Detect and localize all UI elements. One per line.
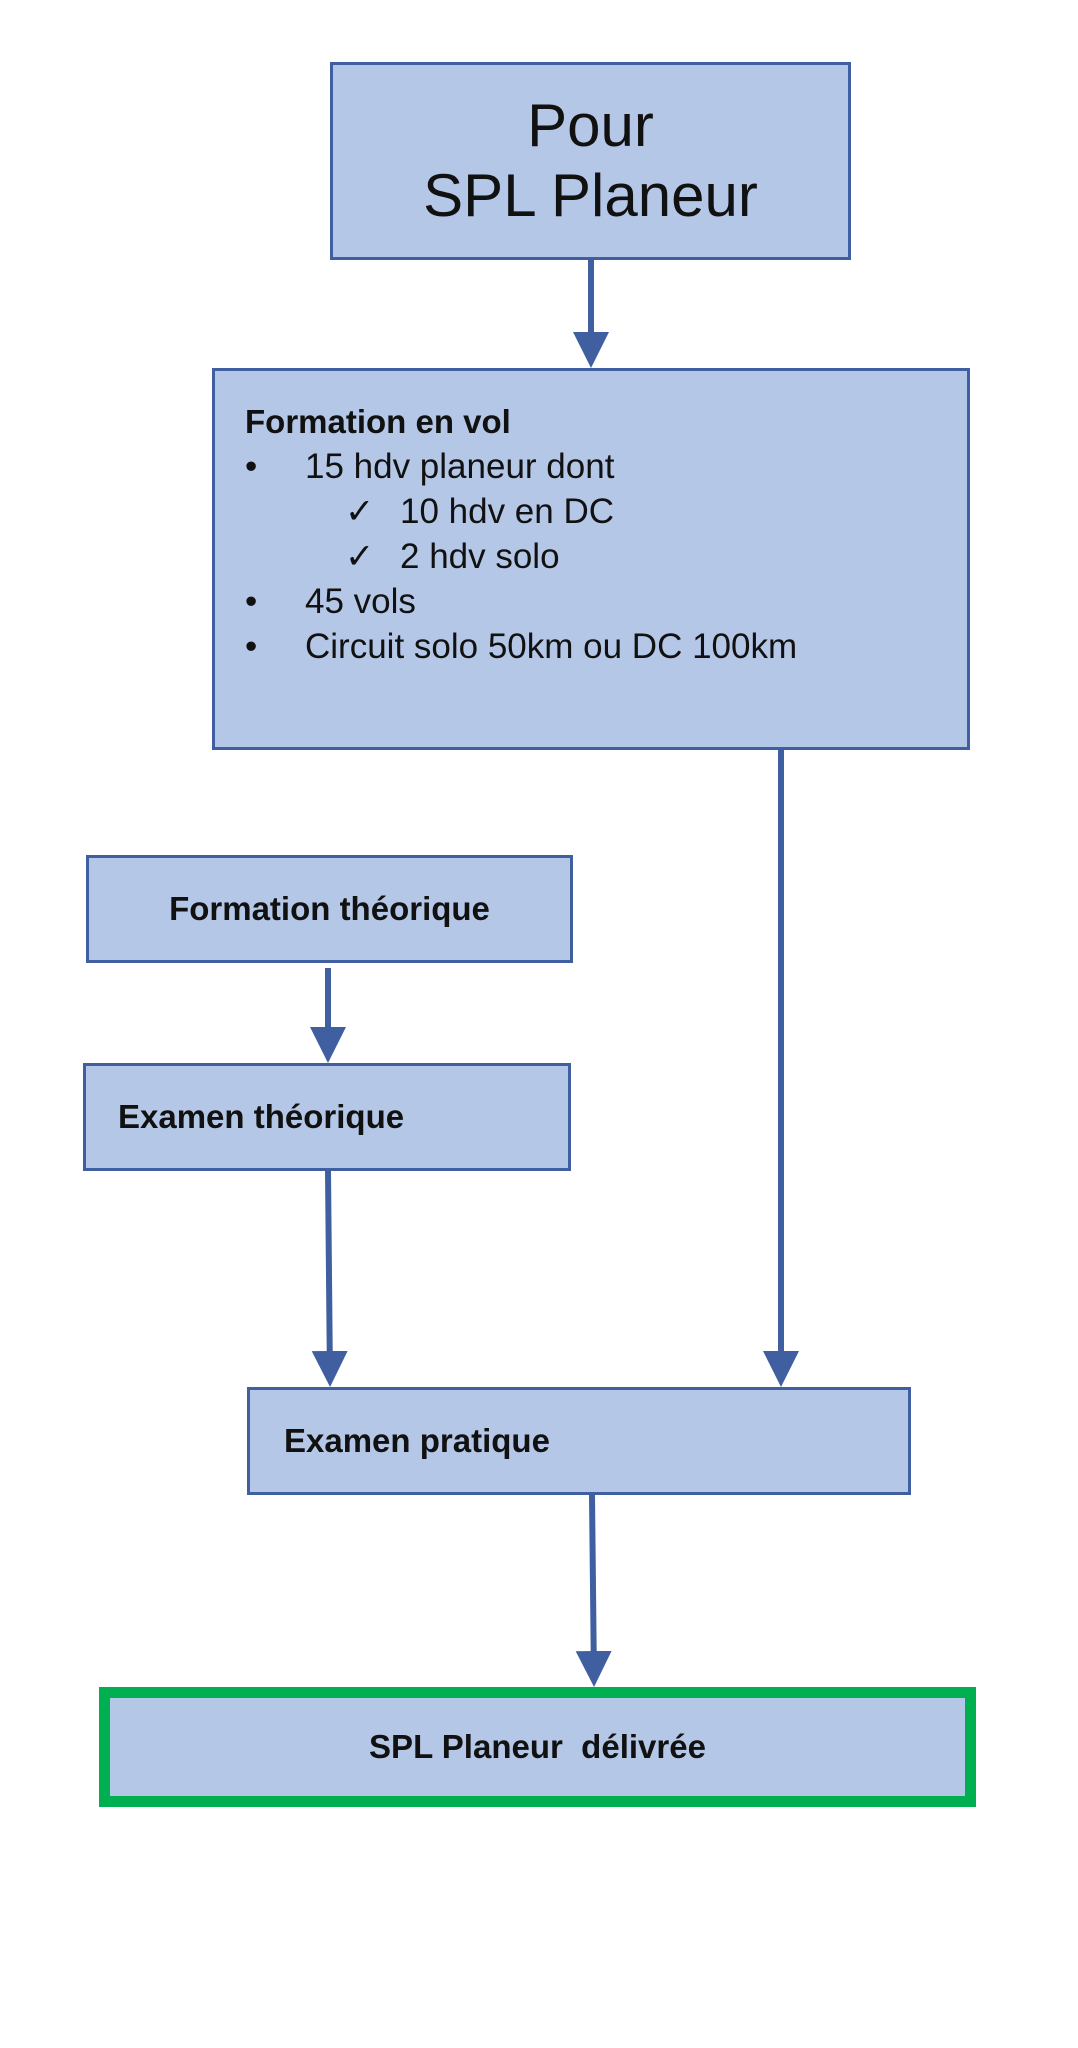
theory-training-label: Formation théorique [169,890,490,927]
result-box: SPL Planeur délivrée [99,1687,976,1807]
list-item: • 45 vols [245,579,967,624]
list-item: ✓ 2 hdv solo [245,534,967,579]
start-line2: SPL Planeur [423,162,758,229]
start-box: Pour SPL Planeur [330,62,851,260]
practical-exam-label: Examen pratique [284,1422,550,1459]
list-item: ✓ 10 hdv en DC [245,489,967,534]
list-item: • 15 hdv planeur dont [245,444,967,489]
flight-training-box: Formation en vol • 15 hdv planeur dont ✓ 1… [212,368,970,750]
item-text: 10 hdv en DC [400,492,615,531]
item-text: 15 hdv planeur dont [305,447,615,486]
checkmark-icon: ✓ [345,537,375,576]
theory-exam-label: Examen théorique [118,1098,405,1135]
bullet-icon: • [245,582,258,621]
item-text: 45 vols [305,582,416,621]
bullet-icon: • [245,447,258,486]
start-line1: Pour [527,92,654,159]
theory-training-box: Formation théorique [86,855,573,963]
checkmark-icon: ✓ [345,492,375,531]
result-label: SPL Planeur délivrée [369,1728,706,1765]
item-text: 2 hdv solo [400,537,560,576]
item-text: Circuit solo 50km ou DC 100km [305,627,798,666]
arrow-practical-to-result [575,1494,612,1687]
bullet-icon: • [245,627,258,666]
theory-exam-box: Examen théorique [83,1063,571,1171]
list-item: • Circuit solo 50km ou DC 100km [245,624,967,669]
practical-exam-box: Examen pratique [247,1387,911,1495]
flight-training-heading: Formation en vol [245,403,511,440]
arrow-exam-to-practical [311,1170,348,1387]
